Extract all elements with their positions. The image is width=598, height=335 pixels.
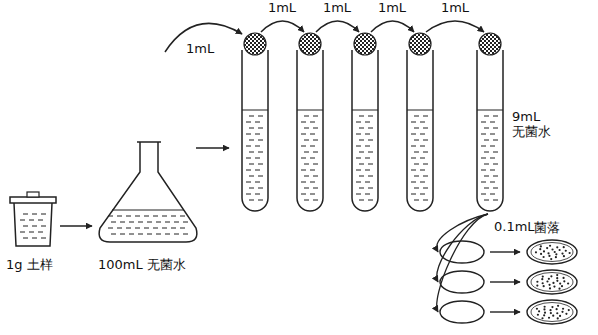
colony-plate — [527, 300, 577, 324]
pipette-arrow — [261, 21, 304, 32]
diagram-label: 1mL — [268, 1, 296, 16]
conical-flask — [99, 142, 197, 242]
incubate-arrow — [490, 311, 520, 312]
diagram-label: 1mL — [441, 1, 469, 16]
test-tube — [407, 33, 433, 211]
pipette-arrow — [371, 21, 414, 32]
transfer-arrow — [196, 147, 229, 149]
diagram-label: 100mL 无菌水 — [98, 258, 186, 273]
test-tube — [477, 33, 503, 211]
test-tube — [352, 33, 378, 211]
diagram-label: 1mL — [323, 1, 351, 16]
test-tube — [242, 33, 268, 211]
diagram-label: 1mL — [186, 42, 214, 57]
culture-plate — [440, 271, 484, 293]
diagram-label: 1mL — [378, 1, 406, 16]
soil-beaker — [10, 192, 56, 246]
diagram-label: 0.1mL — [494, 220, 535, 235]
pipette-arrow — [426, 21, 484, 32]
pipette-arrow — [316, 21, 359, 32]
incubate-arrow — [490, 281, 520, 282]
spread-arrow — [437, 214, 488, 312]
transfer-arrow — [60, 225, 92, 227]
diagram-label: 1g 土样 — [6, 258, 53, 273]
culture-plate — [440, 301, 484, 323]
culture-plate — [440, 241, 484, 263]
incubate-arrow — [490, 251, 520, 252]
diagram-label: 菌落 — [534, 221, 560, 236]
colony-plate — [527, 270, 577, 294]
colony-plate — [527, 240, 577, 264]
diagram-label: 9mL 无菌水 — [512, 110, 556, 140]
test-tube — [297, 33, 323, 211]
